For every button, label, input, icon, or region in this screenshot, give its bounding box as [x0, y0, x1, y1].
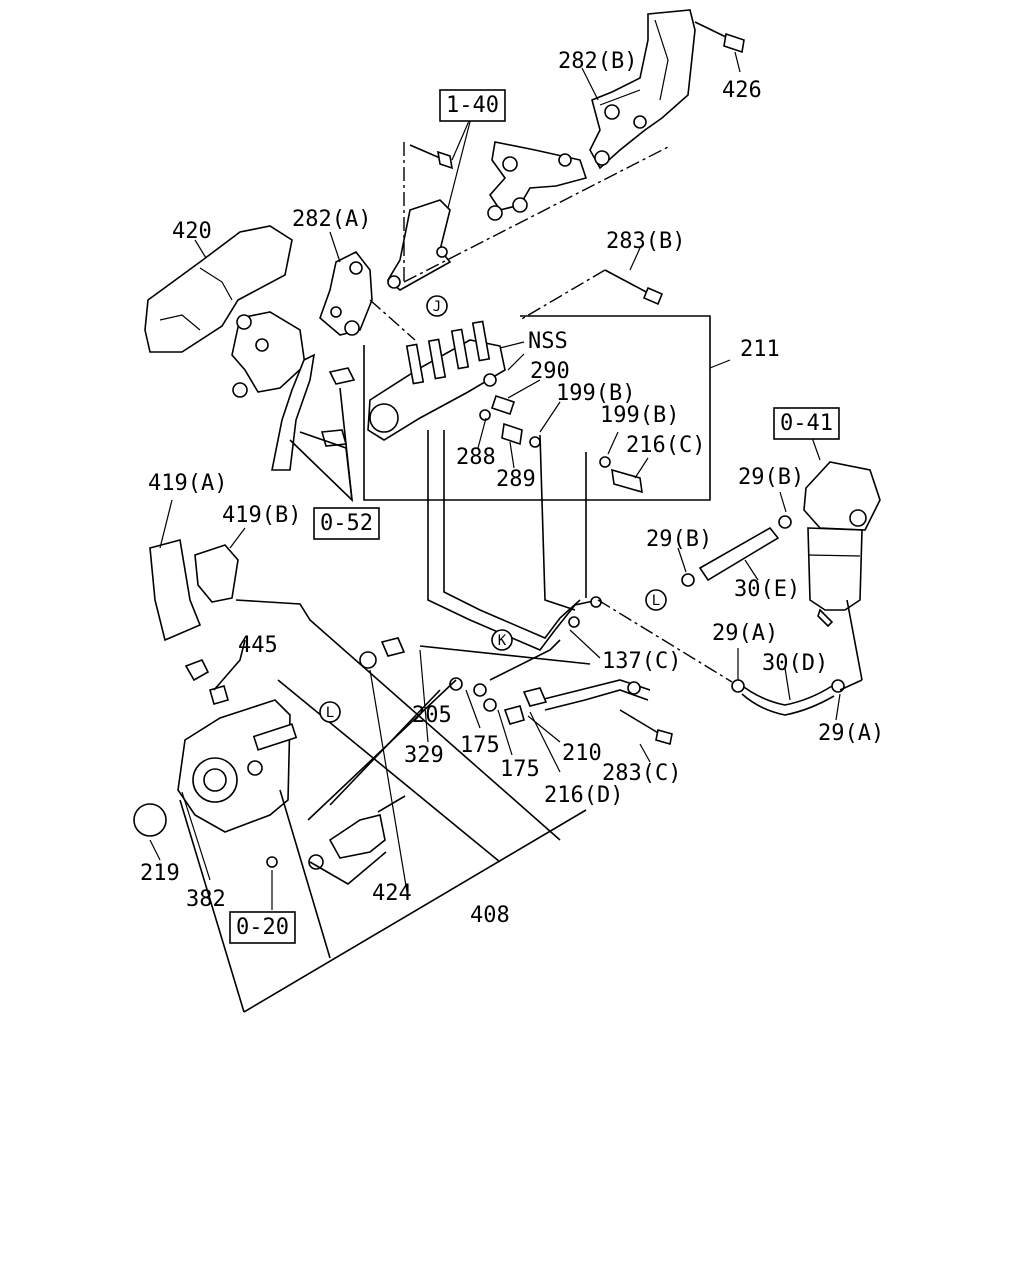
- callout-426: 426: [722, 78, 762, 103]
- callout-445: 445: [238, 633, 278, 658]
- callout-137c: 137(C): [602, 649, 681, 674]
- callout-29a2: 29(A): [818, 721, 884, 746]
- callout-020: 0-20: [236, 915, 289, 940]
- marker-k: K: [491, 629, 513, 651]
- drawing-hose-30e: [681, 515, 792, 587]
- callout-29a1: 29(A): [712, 621, 778, 646]
- callout-box-052: [313, 507, 380, 540]
- callout-289: 289: [496, 467, 536, 492]
- callout-30d: 30(D): [762, 651, 828, 676]
- callout-419b: 419(B): [222, 503, 301, 528]
- circle-markers: J K L L: [319, 295, 667, 723]
- callout-box-041: [773, 407, 840, 440]
- callout-216d: 216(D): [544, 783, 623, 808]
- callout-283b: 283(B): [606, 229, 685, 254]
- callout-424: 424: [372, 881, 412, 906]
- drawing-cover-420: [144, 225, 293, 353]
- callout-210: 210: [562, 741, 602, 766]
- callout-420: 420: [172, 219, 212, 244]
- drawing-scv-424: [266, 795, 406, 870]
- marker-circle: [319, 701, 341, 723]
- drawing-supply-pump: [133, 658, 298, 837]
- drawing-bracket-282a: [231, 250, 373, 398]
- callout-box-140: [439, 89, 506, 122]
- callout-329: 329: [404, 743, 444, 768]
- marker-l2: L: [645, 589, 667, 611]
- marker-l1: L: [319, 701, 341, 723]
- callout-140: 1-40: [446, 93, 499, 118]
- callout-175b: 175: [500, 757, 540, 782]
- marker-circle: [426, 295, 448, 317]
- drawing-fittings: [359, 596, 673, 746]
- marker-letter: K: [498, 633, 507, 649]
- callout-199b2: 199(B): [600, 403, 679, 428]
- callout-box-020: [229, 911, 296, 944]
- callout-216c: 216(C): [626, 433, 705, 458]
- drawing-fuel-pipes: [427, 430, 651, 711]
- callout-175a: 175: [460, 733, 500, 758]
- drawing-common-rail: [367, 320, 541, 448]
- drawing-plate-1-40: [386, 144, 454, 291]
- marker-letter: J: [433, 299, 441, 315]
- leader-lines: [149, 51, 863, 1013]
- callout-nss: NSS: [528, 329, 568, 354]
- callout-283c: 283(C): [602, 761, 681, 786]
- callout-282a: 282(A): [292, 207, 371, 232]
- callout-041: 0-41: [780, 411, 833, 436]
- callout-419a: 419(A): [148, 471, 227, 496]
- drawing-bolt-283b: [604, 269, 664, 306]
- callout-199b1: 199(B): [556, 381, 635, 406]
- callout-205: 205: [412, 703, 452, 728]
- callout-408: 408: [470, 903, 510, 928]
- marker-j: J: [426, 295, 448, 317]
- callout-288: 288: [456, 445, 496, 470]
- drawing-bracket-0-52: [271, 353, 356, 471]
- callout-282b: 282(B): [558, 49, 637, 74]
- callout-382: 382: [186, 887, 226, 912]
- drawing-bolt-216c: [599, 456, 643, 494]
- callout-30e: 30(E): [734, 577, 800, 602]
- callout-219: 219: [140, 861, 180, 886]
- callout-29b1: 29(B): [738, 465, 804, 490]
- drawing-bracket-282b: [487, 9, 696, 221]
- callout-052: 0-52: [320, 511, 373, 536]
- marker-letter: L: [652, 593, 660, 609]
- marker-circle: [491, 629, 513, 651]
- callout-290: 290: [530, 359, 570, 384]
- callout-211: 211: [740, 337, 780, 362]
- callout-29b2: 29(B): [646, 527, 712, 552]
- marker-circle: [645, 589, 667, 611]
- marker-letter: L: [326, 705, 334, 721]
- drawing-insulator-419: [149, 539, 239, 642]
- drawing-fuel-filter: [803, 461, 881, 628]
- drawing-bolt-426: [694, 21, 745, 54]
